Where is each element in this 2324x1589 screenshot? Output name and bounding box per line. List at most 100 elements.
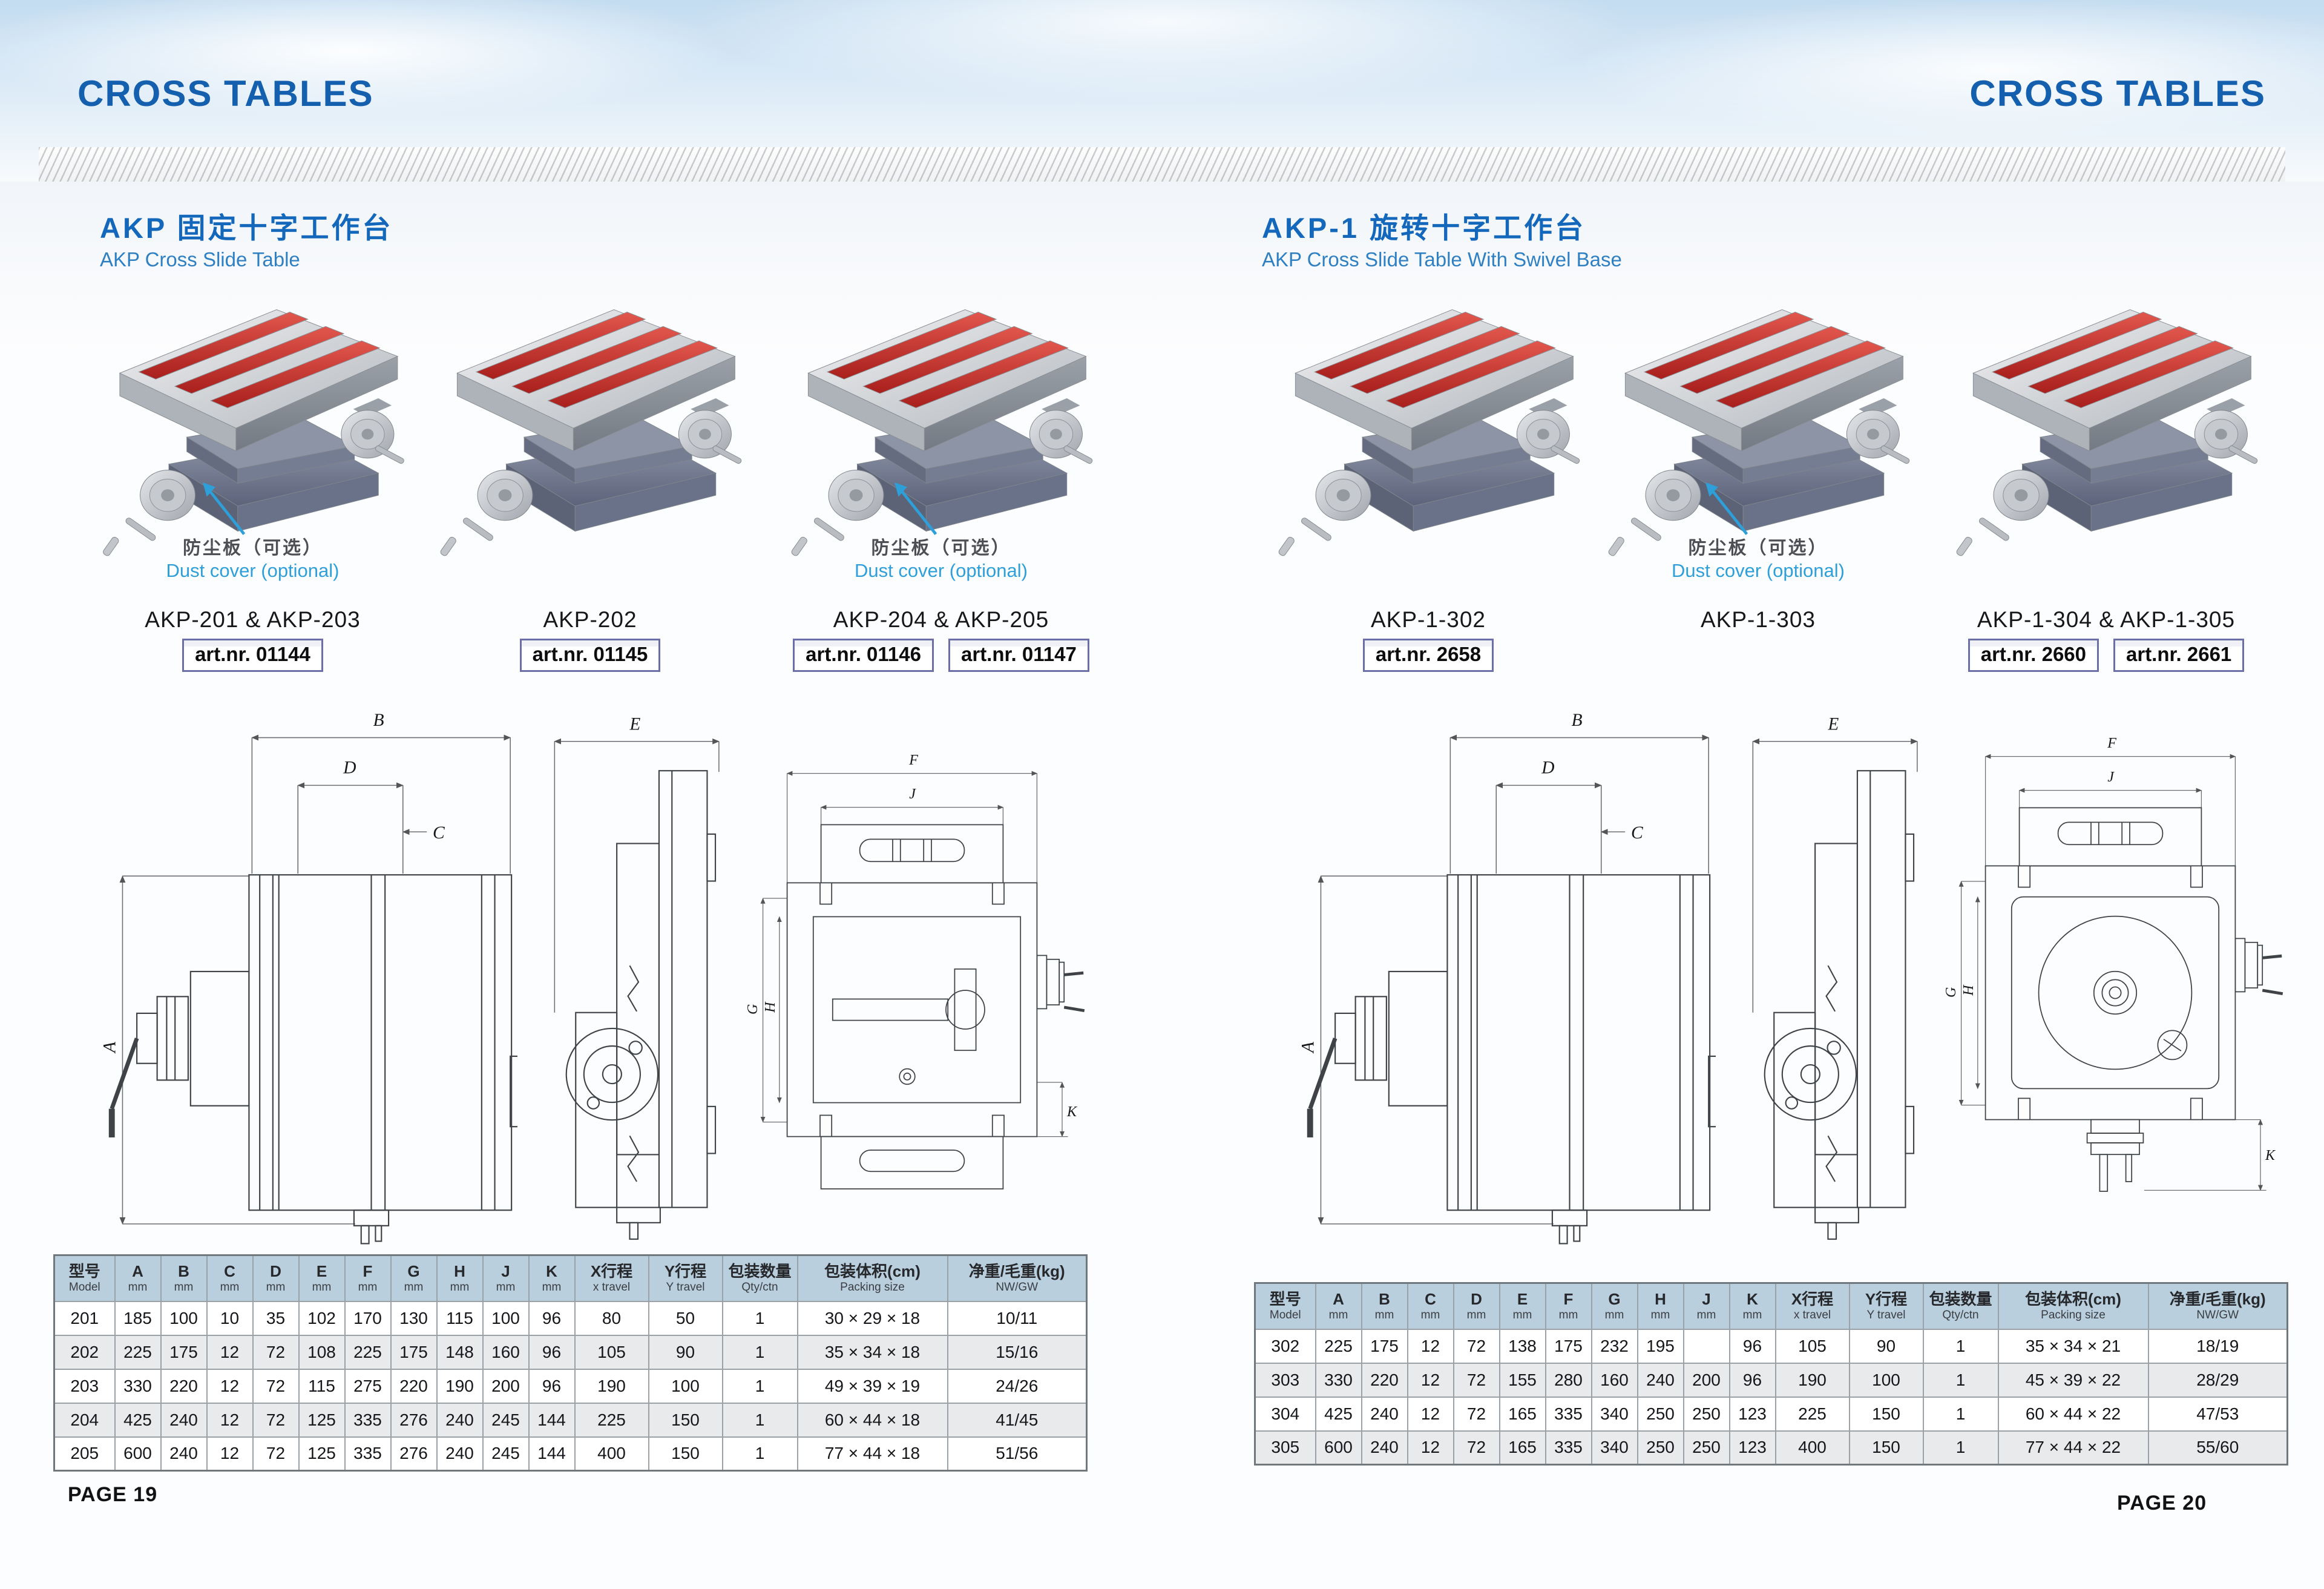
spec-cell: 175 [390, 1334, 438, 1370]
dim-label: G [1946, 987, 1959, 998]
product-figure: 防尘板（可选） Dust cover (optional) AKP-201 & … [82, 285, 424, 684]
product-caption: AKP-1-304 & AKP-1-305 [1977, 607, 2236, 632]
spec-cell: 105 [574, 1334, 649, 1370]
dim-label: A [1299, 1041, 1318, 1054]
spec-cell: 1 [1922, 1396, 1999, 1432]
spec-cell: 72 [1452, 1362, 1500, 1398]
section-title-zh-right: AKP-1 旋转十字工作台 [1262, 212, 1586, 244]
spec-cell: 96 [1728, 1328, 1776, 1364]
sky-fade [0, 182, 2324, 351]
product-caption: AKP-1-302 [1371, 607, 1486, 632]
spec-cell: 96 [528, 1334, 576, 1370]
drawing-top-view-svg: F J G H K [745, 752, 1085, 1189]
spec-cell: 240 [1636, 1362, 1684, 1398]
art-number-row: art.nr. 01145 [424, 639, 757, 672]
spec-cell: 195 [1636, 1328, 1684, 1364]
spec-cell: 49 × 39 × 19 [796, 1368, 948, 1404]
spec-cell: 72 [1452, 1328, 1500, 1364]
spec-cell: 105 [1774, 1328, 1850, 1364]
spec-cell: 12 [206, 1334, 254, 1370]
spec-cell: 425 [114, 1402, 162, 1438]
spec-cell: 335 [344, 1436, 392, 1472]
spec-cell: 160 [482, 1334, 530, 1370]
spec-cell: 250 [1636, 1430, 1684, 1466]
art-number-box: art.nr. 2658 [1362, 639, 1494, 672]
spec-cell: 240 [160, 1402, 208, 1438]
spec-cell: 175 [1544, 1328, 1592, 1364]
spec-cell: 55/60 [2147, 1430, 2288, 1466]
spec-col-header: 包装体积(cm)Packing size [796, 1254, 948, 1302]
spec-cell: 175 [1361, 1328, 1408, 1364]
spec-cell: 400 [1774, 1430, 1850, 1466]
spec-cell: 60 × 44 × 22 [1997, 1396, 2149, 1432]
dim-label: G [747, 1004, 761, 1015]
art-number-box: art.nr. 01147 [948, 639, 1089, 672]
spec-cell: 72 [252, 1436, 300, 1472]
spec-cell: 77 × 44 × 22 [1997, 1430, 2149, 1466]
dust-cover-arrow [198, 481, 252, 539]
product-caption: AKP-201 & AKP-203 [145, 607, 361, 632]
dim-label: D [343, 758, 356, 778]
spec-cell: 220 [1361, 1362, 1408, 1398]
spec-cell: 100 [160, 1300, 208, 1336]
spec-cell: 175 [160, 1334, 208, 1370]
dim-label: K [1066, 1104, 1078, 1120]
spec-cell: 302 [1254, 1328, 1316, 1364]
spec-cell: 280 [1544, 1362, 1592, 1398]
spec-cell: 24/26 [947, 1368, 1088, 1404]
spec-cell: 240 [1361, 1430, 1408, 1466]
spec-cell: 304 [1254, 1396, 1316, 1432]
spec-cell: 60 × 44 × 18 [796, 1402, 948, 1438]
dust-cover-label: 防尘板（可选） Dust cover (optional) [82, 538, 424, 582]
spec-cell: 130 [390, 1300, 438, 1336]
spec-cell: 47/53 [2147, 1396, 2288, 1432]
spec-cell: 202 [53, 1334, 116, 1370]
drawing-top-view-swivel: F J G H K [1943, 690, 2285, 1247]
page-number-label: PAGE 20 [2117, 1492, 2207, 1515]
dim-label: C [433, 823, 445, 843]
dust-cover-label-en: Dust cover (optional) [1671, 560, 1845, 581]
spec-cell: 125 [298, 1402, 346, 1438]
spec-cell: 220 [390, 1368, 438, 1404]
drawing-front-view: B D C A [1298, 690, 1718, 1247]
spec-cell: 96 [528, 1300, 576, 1336]
spec-cell: 201 [53, 1300, 116, 1336]
spec-cell: 96 [1728, 1362, 1776, 1398]
product-photo [82, 285, 424, 560]
dim-label: E [1827, 714, 1839, 734]
product-photo [424, 285, 757, 560]
spec-cell: 225 [1315, 1328, 1362, 1364]
spec-cell: 600 [1315, 1430, 1362, 1466]
spec-cell: 150 [648, 1402, 723, 1438]
spec-cell: 203 [53, 1368, 116, 1404]
dim-label: J [2107, 769, 2115, 785]
product-figure: AKP-1-304 & AKP-1-305 art.nr. 2660 art.n… [1919, 285, 2294, 684]
spec-cell: 15/16 [947, 1334, 1088, 1370]
spec-cell: 335 [1544, 1430, 1592, 1466]
spec-cell: 102 [298, 1300, 346, 1336]
spec-cell: 275 [344, 1368, 392, 1404]
dim-label: F [908, 752, 918, 768]
art-number-box: art.nr. 01145 [519, 639, 661, 672]
dust-cover-arrow-icon [894, 482, 937, 535]
drawing-side-view-svg: E [1752, 714, 1918, 1240]
product-photo-illustration [103, 309, 404, 556]
drawing-front-view: B D C A [100, 690, 520, 1247]
spec-cell: 160 [1590, 1362, 1638, 1398]
spec-cell: 28/29 [2147, 1362, 2288, 1398]
dim-label: E [629, 714, 640, 734]
